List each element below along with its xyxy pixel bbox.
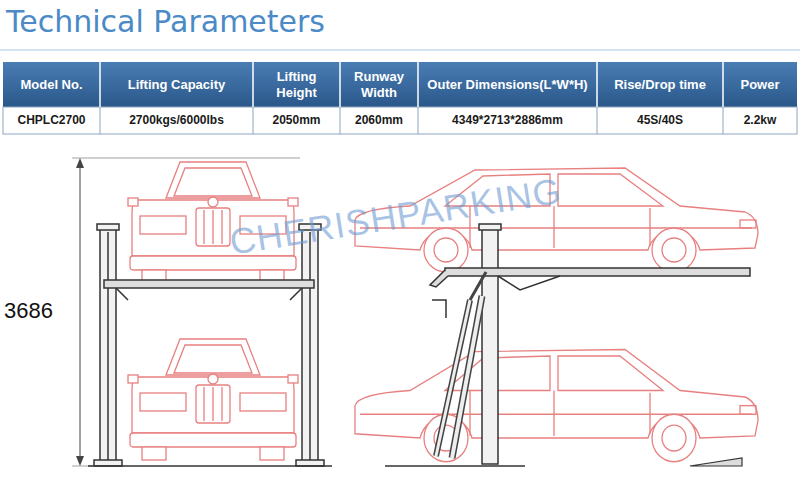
table-data-cell: CHPLC2700 [3, 107, 100, 134]
table-header-cell: Lifting Height [253, 62, 340, 107]
table-header-band [3, 62, 797, 107]
upper-platform [104, 280, 314, 288]
table-data-row [3, 107, 797, 134]
lift-frame [430, 224, 750, 464]
row-dividers [100, 107, 723, 134]
table-header-cell: Rise/Drop time [597, 62, 723, 107]
front-view [72, 158, 332, 466]
hydraulic-cylinders [436, 272, 486, 458]
table-header-cell: Power [723, 62, 797, 107]
header-dividers [100, 62, 723, 107]
extension-line [72, 158, 300, 159]
table-data-cell: 2050mm [253, 107, 340, 134]
ground-line [88, 465, 332, 467]
ground-line [385, 465, 525, 467]
table-data-cell: 2.2kw [723, 107, 797, 134]
dimension-value: 3686 [4, 298, 53, 324]
platform-brackets [116, 288, 302, 300]
lower-car-side [355, 349, 758, 461]
table-data-cell: 45S/40S [597, 107, 723, 134]
table-header-cell: Outer Dimensions(L*W*H) [418, 62, 597, 107]
title-rule [0, 50, 800, 51]
wheel-ramp [690, 458, 742, 466]
parameter-table [3, 62, 797, 134]
dimension-line [80, 160, 81, 464]
page-title: Technical Parameters [6, 4, 325, 39]
lift-posts [94, 224, 324, 466]
dimension-arrows [76, 158, 84, 466]
table-header-cell: Lifting Capacity [100, 62, 253, 107]
table-header-cell: Model No. [3, 62, 100, 107]
table-header-cell: Runway Width [340, 62, 418, 107]
table-data-cell: 4349*2713*2886mm [418, 107, 597, 134]
table-data-cell: 2700kgs/6000lbs [100, 107, 253, 134]
lower-car-front [128, 339, 298, 460]
table-data-cell: 2060mm [340, 107, 418, 134]
